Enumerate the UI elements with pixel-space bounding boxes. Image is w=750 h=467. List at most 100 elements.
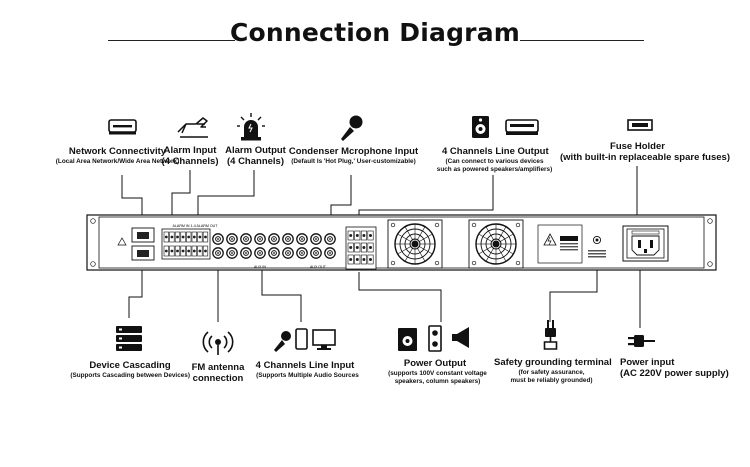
speaker-terminal-screw [355,258,359,261]
line-power-output [358,272,442,322]
power-input-sub: (AC 220V power supply) [620,368,729,379]
alarm-terminal-screw [187,235,191,239]
warning-label-header [560,236,578,241]
mic-input-title: Condenser Mcrophone Input [288,146,419,157]
alarm-terminal-screw [176,235,179,239]
grounding-title: Safety grounding terminal [494,357,612,368]
fuse-holder-title: Fuse Holder [610,141,665,152]
fan-spoke [397,233,412,243]
line-line-input [261,262,302,322]
alarm-terminal-screw [164,249,168,253]
warning-label-line [560,243,578,245]
fan-spoke [499,233,514,243]
speaker-terminal-screw [362,246,366,249]
rca-jack-pin [315,252,317,254]
speaker-terminals [347,230,374,265]
rack-hole [707,261,713,267]
line-alarm-output [197,170,255,228]
rca-jack-pin [245,238,247,240]
page-title: Connection Diagram [229,18,521,47]
fuse-holder-sub: (with built-in replaceable spare fuses) [560,152,730,163]
ground-text-line [588,250,606,252]
title-rule-left [108,40,235,41]
alarm-terminal-screw [198,235,202,239]
line-in-text: AUX IN [254,265,266,269]
fan-spoke [478,245,493,255]
grounding-sub1: (for safety assurance, [518,369,585,376]
antenna-icon [202,331,234,355]
fan-spoke [418,233,433,243]
fan-spoke [497,226,507,241]
rack-hole [707,218,713,224]
fan-screw [515,222,521,228]
lightning-icon [547,236,552,246]
line-output-title: 4 Channels Line Output [442,146,549,157]
alarm-terminal-screw [198,249,202,253]
rack-hole [90,261,96,267]
speaker-terminal-screw [362,258,366,261]
cooling-fans [387,219,524,269]
speakers-horn-icon [398,325,469,352]
power-plug-icon [628,335,655,347]
fan-spoke [485,226,495,241]
speaker-terminal-screw [349,258,353,261]
mic-tablet-monitor-icon [274,328,336,352]
cascading-sub: (Supports Cascading between Devices) [70,372,190,379]
fan-screw [390,260,396,266]
line-input-sub: (Supports Multiple Audio Sources [256,372,359,379]
power-output-sub2: speakers, column speakers) [394,377,481,385]
fuse-icon [627,119,653,131]
fan-spoke [397,245,412,255]
fan-spoke [478,233,493,243]
fan-hub [492,240,500,248]
fan-screw [471,260,477,266]
line-input-title: 4 Channels Line Input [255,360,355,371]
fan-hub [411,240,419,248]
iec-pin [638,240,641,248]
siren-icon [237,113,265,141]
network-sub: (Local Area Network/Wide Area Network) [55,158,180,165]
fan-screw [515,260,521,266]
fan-spoke [416,226,426,241]
rca-jack-pin [245,252,247,254]
power-input-title: Power input [620,357,675,368]
rca-jack-pin [315,238,317,240]
speaker-terminal-screw [362,234,366,237]
rca-jack-pin [287,238,289,240]
line-out-text: AUX OUT [310,265,327,269]
rear-panel: ALARM IN 1-4 ALARM OUT AUX IN AUX OUT [86,214,717,271]
speaker-terminal-screw [349,234,353,237]
mic-input-sub: (Default Is 'Hot Plug,' User-customizabl… [291,158,416,165]
warning-label-line [560,246,578,248]
fan-screw [434,222,440,228]
speaker-terminal-screw [355,246,359,249]
server-stack-icon [116,326,142,351]
line-output-sub1: (Can connect to various devices [445,158,544,165]
fm-antenna-title2: connection [192,373,244,384]
speaker-terminal-screw [349,246,353,249]
rca-jack-pin [301,252,303,254]
fan-spoke [497,247,507,262]
alarm-terminal-screw [181,249,185,253]
fan-screw [471,222,477,228]
fan-screw [434,260,440,266]
fan-spoke [404,226,414,241]
fuse-drawer [631,230,660,235]
line-alarm-input [171,170,191,228]
ground-text-line [588,256,606,258]
speaker-terminal-screw [355,234,359,237]
rca-jack-pin [273,238,275,240]
rca-jack-pin [231,252,233,254]
ground-text-line [588,253,606,255]
speaker-terminal-screw [369,246,372,249]
rca-jack-pin [301,238,303,240]
alarm-terminal-screw [170,235,174,239]
alarm-output-title: Alarm Output [225,145,286,156]
alarm-header-text: ALARM IN 1-4 ALARM OUT [173,224,219,228]
router-icon [108,119,137,135]
title-rule-right [520,40,644,41]
alarm-output-sub: (4 Channels) [226,156,284,167]
power-output-title: Power Output [403,358,467,369]
line-cascading [128,263,143,318]
